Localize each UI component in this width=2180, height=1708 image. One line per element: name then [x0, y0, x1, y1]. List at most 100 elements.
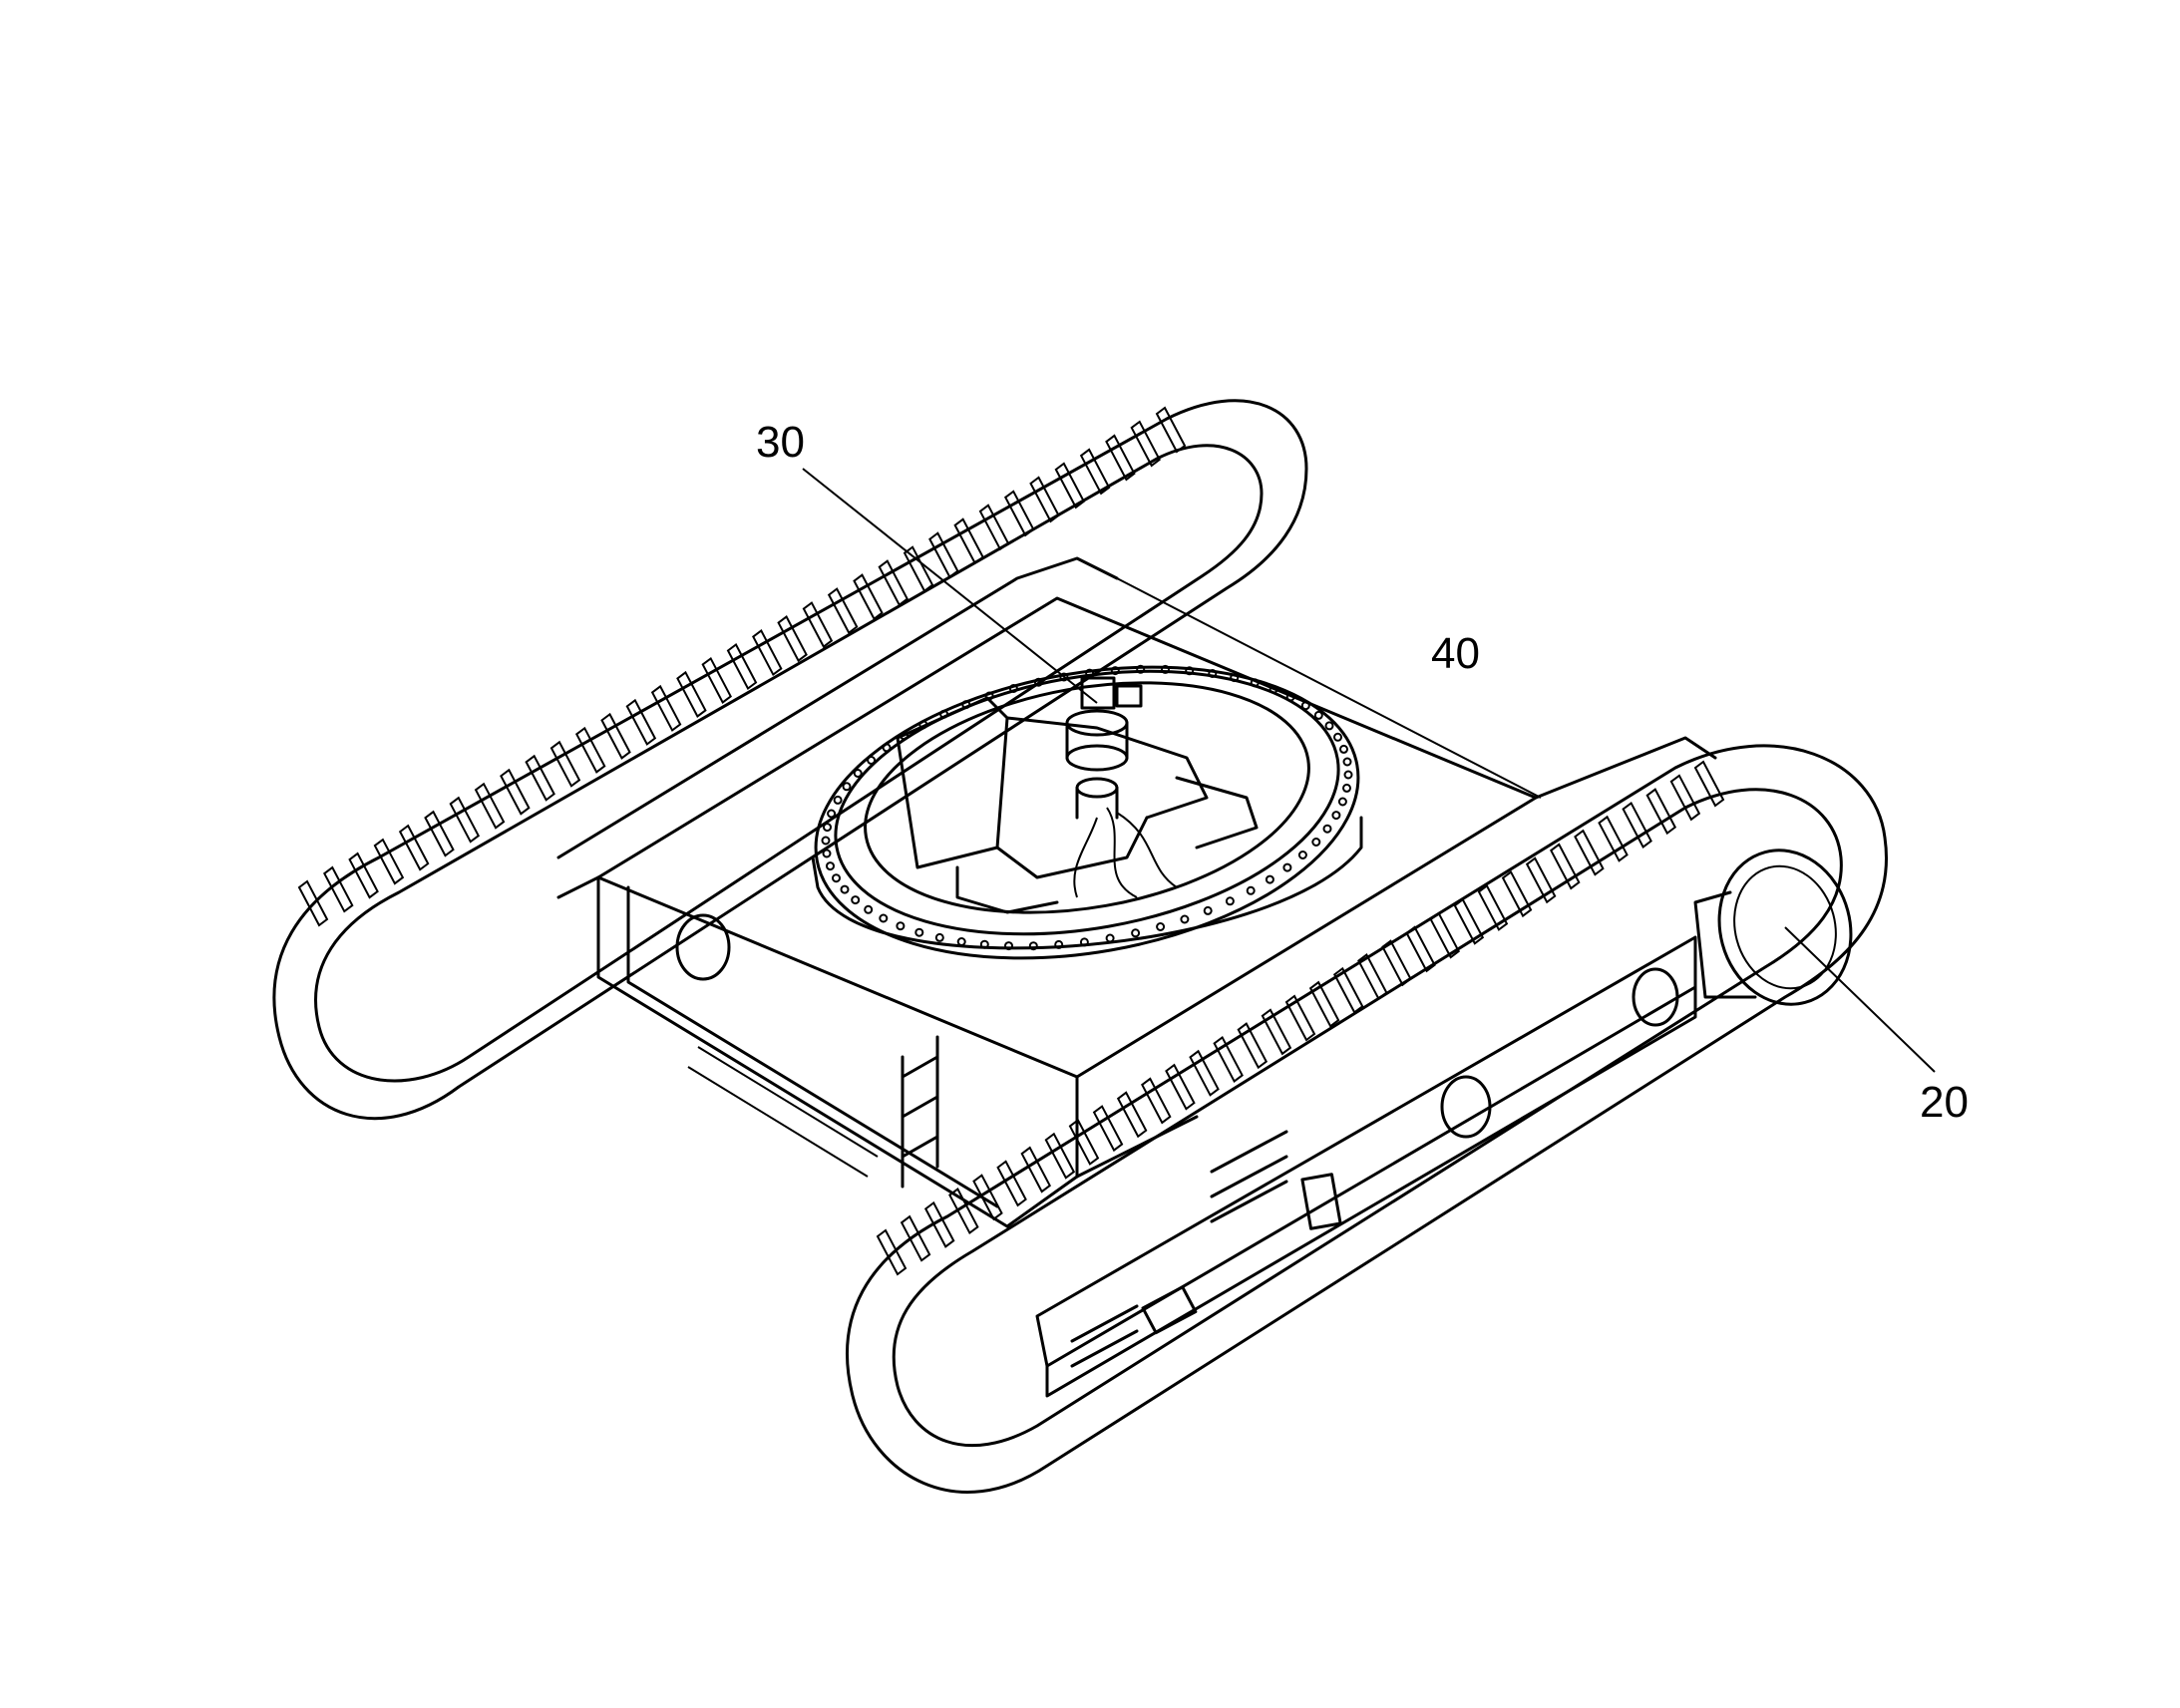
bolt-hole [1269, 684, 1278, 694]
bolt-hole [1333, 732, 1342, 742]
bolt-hole [1225, 896, 1235, 906]
track-shoe [1381, 939, 1412, 987]
bolt-hole [879, 913, 889, 923]
track-shoe [948, 1188, 979, 1235]
track-shoe [726, 642, 758, 691]
bolt-hole [1059, 672, 1069, 682]
bolt-hole [1250, 678, 1260, 688]
bolt-hole [1156, 922, 1166, 931]
bolt-hole [1322, 824, 1332, 834]
track-shoe [574, 726, 606, 774]
track-shoe [1308, 980, 1340, 1028]
track-shoe [1645, 788, 1677, 836]
track-shoe [297, 879, 329, 927]
ring-bolt-holes [821, 664, 1353, 951]
bolt-hole [1033, 677, 1043, 687]
bolt-hole [821, 836, 831, 846]
track-shoe [1598, 815, 1629, 862]
bolt-hole [851, 895, 861, 905]
track-shoe [449, 796, 481, 844]
track-shoe [1453, 897, 1485, 945]
track-shoe [1284, 994, 1316, 1042]
reference-labels: 30 40 20 [756, 418, 1969, 1127]
bolt-hole [1313, 710, 1323, 720]
track-shoe [1237, 1022, 1269, 1070]
leader-line-20 [1784, 926, 1936, 1073]
ladder [901, 1035, 939, 1189]
track-shoe [900, 1214, 931, 1262]
track-shoe [853, 573, 884, 621]
slewing-ring [811, 664, 1363, 960]
bolt-hole [1300, 701, 1310, 711]
track-shoe [1477, 883, 1509, 931]
bolt-hole [1282, 862, 1292, 872]
center-swivel-joint [896, 676, 1259, 914]
track-shoe [474, 782, 506, 830]
track-shoe [802, 601, 834, 649]
bolt-hole [979, 939, 989, 949]
track-shoe [373, 838, 405, 885]
bolt-hole [1297, 851, 1307, 859]
left-crawler-track [272, 399, 1308, 1121]
bolt-hole [934, 932, 944, 942]
track-shoe [1669, 774, 1701, 822]
track-shoe [1165, 1063, 1196, 1111]
bolt-hole [1342, 783, 1351, 793]
car-body-access-hole [675, 913, 731, 981]
track-shoe [424, 810, 455, 857]
track-shoe [1213, 1035, 1244, 1083]
bolt-hole [833, 795, 843, 805]
track-shoe [972, 1174, 1003, 1221]
bolt-hole [842, 782, 852, 792]
bolt-hole [1342, 757, 1352, 767]
label-20: 20 [1920, 1078, 1969, 1127]
track-shoe [878, 559, 909, 607]
bolt-hole [840, 884, 850, 894]
track-shoe [1130, 420, 1161, 468]
track-shoe [903, 545, 934, 593]
bolt-hole [1331, 811, 1341, 821]
bolt-hole [1285, 692, 1295, 702]
track-shoe [676, 670, 707, 718]
bolt-hole [1265, 874, 1274, 884]
bolt-hole [956, 937, 966, 946]
track-shoe [1550, 843, 1581, 890]
bolt-hole [826, 861, 835, 871]
track-shoe [323, 865, 354, 913]
bolt-hole [1110, 666, 1120, 676]
track-shoe [625, 698, 657, 746]
track-shoe [650, 684, 682, 732]
track-shoe [701, 656, 732, 704]
bolt-hole [832, 873, 841, 883]
bolt-hole [914, 927, 924, 937]
track-shoe [1501, 870, 1533, 918]
track-shoe [953, 517, 984, 565]
track-shoe [1155, 406, 1187, 454]
bolt-hole [1054, 939, 1064, 949]
bolt-hole [853, 769, 863, 778]
bolt-hole [1203, 905, 1213, 915]
track-shoe [752, 629, 783, 677]
track-shoe [1405, 925, 1436, 973]
track-shoe [1029, 476, 1060, 523]
bolt-hole [1131, 928, 1141, 938]
track-shoe [1044, 1132, 1076, 1180]
bolt-hole [1008, 684, 1018, 693]
track-shoe [1332, 966, 1364, 1014]
track-shoe [500, 768, 531, 816]
track-shoe [923, 1200, 955, 1248]
bolt-hole [1343, 770, 1353, 780]
track-shoe [1105, 434, 1136, 482]
bolt-hole [827, 809, 837, 819]
bolt-hole [1028, 941, 1038, 951]
bolt-hole [1180, 914, 1190, 924]
bolt-hole [1230, 673, 1240, 683]
track-shoe [928, 531, 959, 579]
leader-line-30 [802, 468, 1098, 704]
track-shoe [1574, 829, 1605, 876]
track-shoe [1003, 490, 1035, 537]
left-track-shoes [297, 406, 1187, 927]
bolt-hole [896, 921, 906, 931]
